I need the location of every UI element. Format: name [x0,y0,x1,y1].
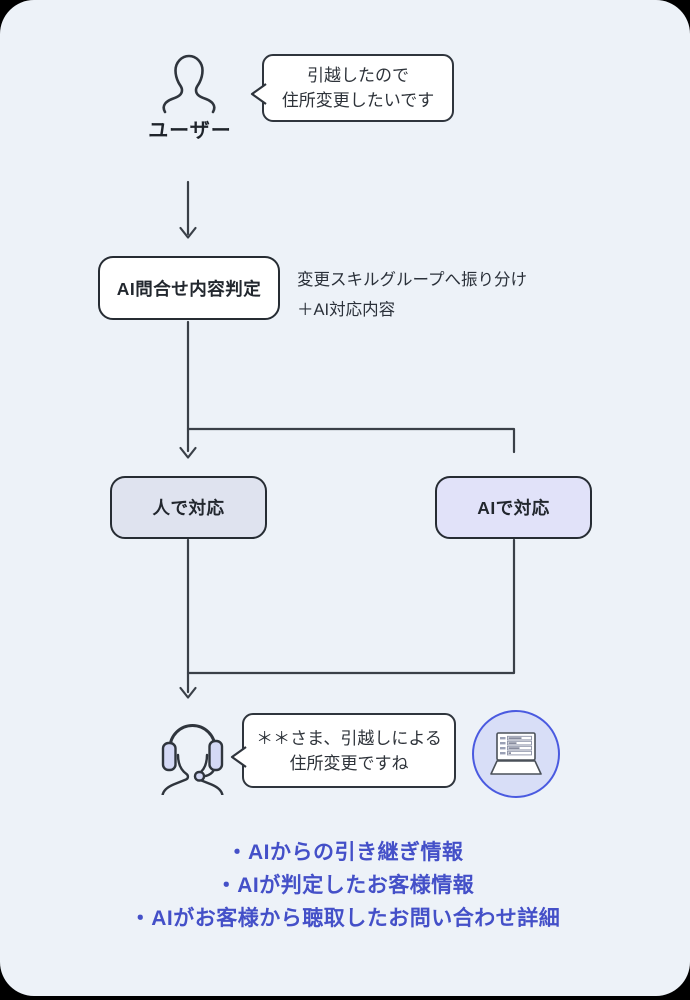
arrowhead-to-agent [179,686,197,699]
handoff-item: ・AIがお客様から聴取したお問い合わせ詳細 [129,907,561,930]
user-bubble-line2: 住所変更したいです [281,91,435,110]
laptop-icon [490,732,542,775]
line-judge-to-branches [186,320,516,454]
judgment-note-line1: 変更スキルグループへ振り分け [297,271,528,289]
agent-speech-bubble: ＊＊さま、引越しによる 住所変更ですね [230,713,456,788]
agent-bubble-line1: ＊＊さま、引越しによる [256,728,442,748]
handoff-info-list: ・AIからの引き継ぎ情報 ・AIが判定したお客様情報 ・AIがお客様から聴取した… [0,836,690,935]
speech-bubble-tail [250,83,267,105]
agent-headset-icon [161,724,224,795]
speech-bubble-tail [230,746,247,768]
handoff-item: ・AIが判定したお客様情報 [215,874,475,897]
user-speech-bubble: 引越したので 住所変更したいです [250,54,454,122]
user-label: ユーザー [148,120,232,142]
node-human-response: 人で対応 [110,476,267,539]
judgment-note-line2: ＋AI対応内容 [297,301,396,319]
judge-box-label: AI問合せ内容判定 [116,278,262,299]
node-ai-response: AIで対応 [435,476,592,539]
line-branches-merge [186,538,516,675]
human-box-label: 人で対応 [152,498,225,518]
handoff-item: ・AIからの引き継ぎ情報 [226,841,464,864]
user-bubble-line1: 引越したので [307,66,409,85]
agent-bubble-line2: 住所変更ですね [289,753,409,773]
arrowhead-to-human-box [179,446,197,459]
user-icon [162,54,216,114]
laptop-circle [472,710,560,798]
ai-box-label: AIで対応 [477,498,550,518]
node-ai-inquiry-judgment: AI問合せ内容判定 [98,256,280,320]
arrowhead-user-to-judge [179,226,197,239]
judgment-note: 変更スキルグループへ振り分け ＋AI対応内容 [297,265,527,325]
